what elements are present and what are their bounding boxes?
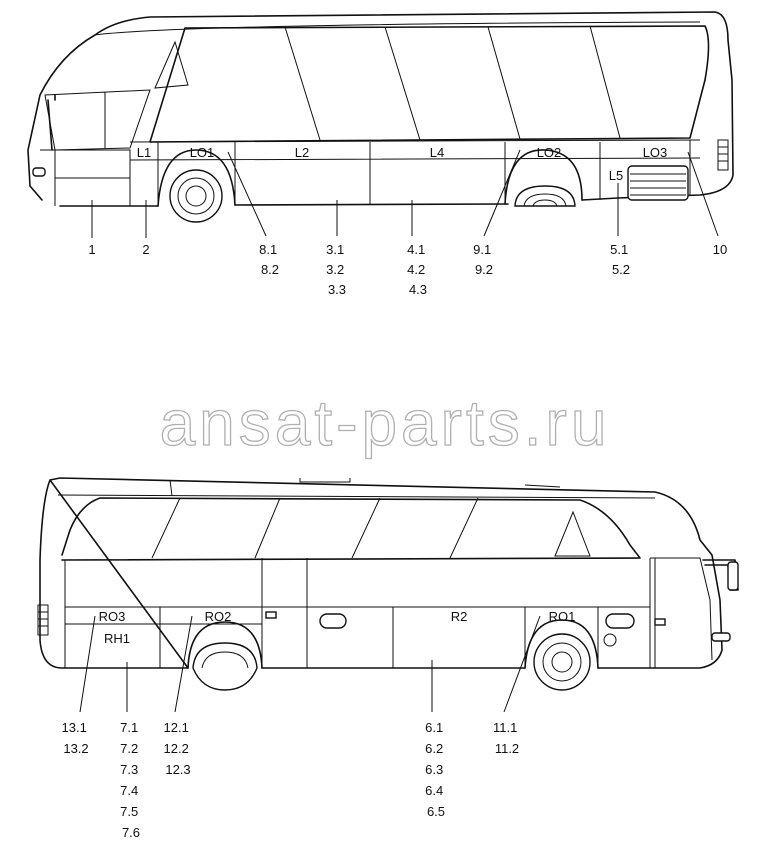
bus-right-side-view: RO3 RH1 RO2 R2 RO1 13.1 13.2 7.1 7.2 7.3… xyxy=(37,477,739,840)
callout-8: 8.1 8.2 xyxy=(259,242,281,277)
bus-right-handle-1 xyxy=(319,613,347,629)
bus-left-vent-grille xyxy=(627,165,689,201)
callout-12: 12.1 12.2 12.3 xyxy=(164,720,193,777)
bus-right-window-pillars xyxy=(151,497,479,559)
bus-left-side-view: L1 LO1 L2 L4 LO2 LO3 L5 1 2 8.1 8.2 3.1 … xyxy=(27,11,734,297)
callout-4: 4.1 4.2 4.3 xyxy=(407,242,429,297)
bus-left-panel-dividers xyxy=(157,140,691,206)
bus-right-window-band xyxy=(61,497,641,561)
bus-right-marker-1 xyxy=(265,611,277,619)
watermark-text: ansat-parts.ru xyxy=(160,387,611,459)
bus-right-headlight xyxy=(711,632,731,642)
bus-left-headlight xyxy=(32,167,46,177)
bus-left-window-pillars xyxy=(284,25,621,141)
bus-left-leader-lines xyxy=(91,149,719,238)
callout-13: 13.1 13.2 xyxy=(62,720,91,756)
bus-left-front-window xyxy=(154,40,189,89)
bus-left-mirror xyxy=(47,94,56,151)
bus-left-rear-arch xyxy=(504,149,583,205)
bus-left-rear-lamp xyxy=(717,139,729,171)
zone-label-lo3: LO3 xyxy=(643,145,668,160)
callout-5: 5.1 5.2 xyxy=(610,242,632,277)
bus-right-rear-lamp xyxy=(37,604,49,636)
bus-left-window-band xyxy=(149,25,710,143)
zone-label-r2: R2 xyxy=(451,609,468,624)
bus-left-front-wheel xyxy=(169,169,223,223)
bus-right-roof-line xyxy=(57,478,656,499)
callout-7: 7.1 7.2 7.3 7.4 7.5 7.6 xyxy=(120,720,142,840)
bus-left-body-outline xyxy=(27,11,734,207)
zone-label-l4: L4 xyxy=(430,145,444,160)
zone-label-ro1: RO1 xyxy=(549,609,576,624)
bus-left-front-lower xyxy=(40,149,131,206)
bus-right-marker-2 xyxy=(654,618,666,626)
callout-9: 9.1 9.2 xyxy=(473,242,495,277)
bus-left-rear-wheel xyxy=(514,185,576,207)
zone-label-ro3: RO3 xyxy=(99,609,126,624)
bus-right-body-outline xyxy=(39,477,723,669)
bus-right-front-wheel xyxy=(533,633,591,691)
zone-label-lo1: LO1 xyxy=(190,145,215,160)
bus-right-rear-wheel xyxy=(192,642,258,691)
bus-right-mirror xyxy=(702,559,739,591)
bus-right-front-window xyxy=(554,510,591,557)
bus-left-front-arch xyxy=(157,149,236,207)
bus-right-fuel-cap xyxy=(603,633,617,647)
bus-right-panel-dividers xyxy=(64,558,599,668)
callout-11: 11.1 11.2 xyxy=(493,720,521,756)
callout-2: 2 xyxy=(142,242,149,257)
bus-right-handle-2 xyxy=(605,613,635,629)
bus-left-belt-line xyxy=(129,139,701,161)
bus-right-front-section xyxy=(649,557,713,668)
zone-label-l2: L2 xyxy=(295,145,309,160)
callout-1: 1 xyxy=(88,242,95,257)
bus-left-roof-line xyxy=(94,21,701,36)
zone-label-lo2: LO2 xyxy=(537,145,562,160)
callout-3: 3.1 3.2 3.3 xyxy=(326,242,348,297)
bus-left-windshield xyxy=(44,89,151,151)
callout-10: 10 xyxy=(713,242,727,257)
zone-label-l5: L5 xyxy=(609,168,623,183)
zone-label-l1: L1 xyxy=(137,145,151,160)
bus-right-belt-line xyxy=(65,606,650,625)
bus-right-rear-arch xyxy=(187,621,263,669)
bus-right-leader-lines xyxy=(79,615,541,713)
callout-6: 6.1 6.2 6.3 6.4 6.5 xyxy=(425,720,447,819)
zone-label-rh1: RH1 xyxy=(104,631,130,646)
zone-label-ro2: RO2 xyxy=(205,609,232,624)
